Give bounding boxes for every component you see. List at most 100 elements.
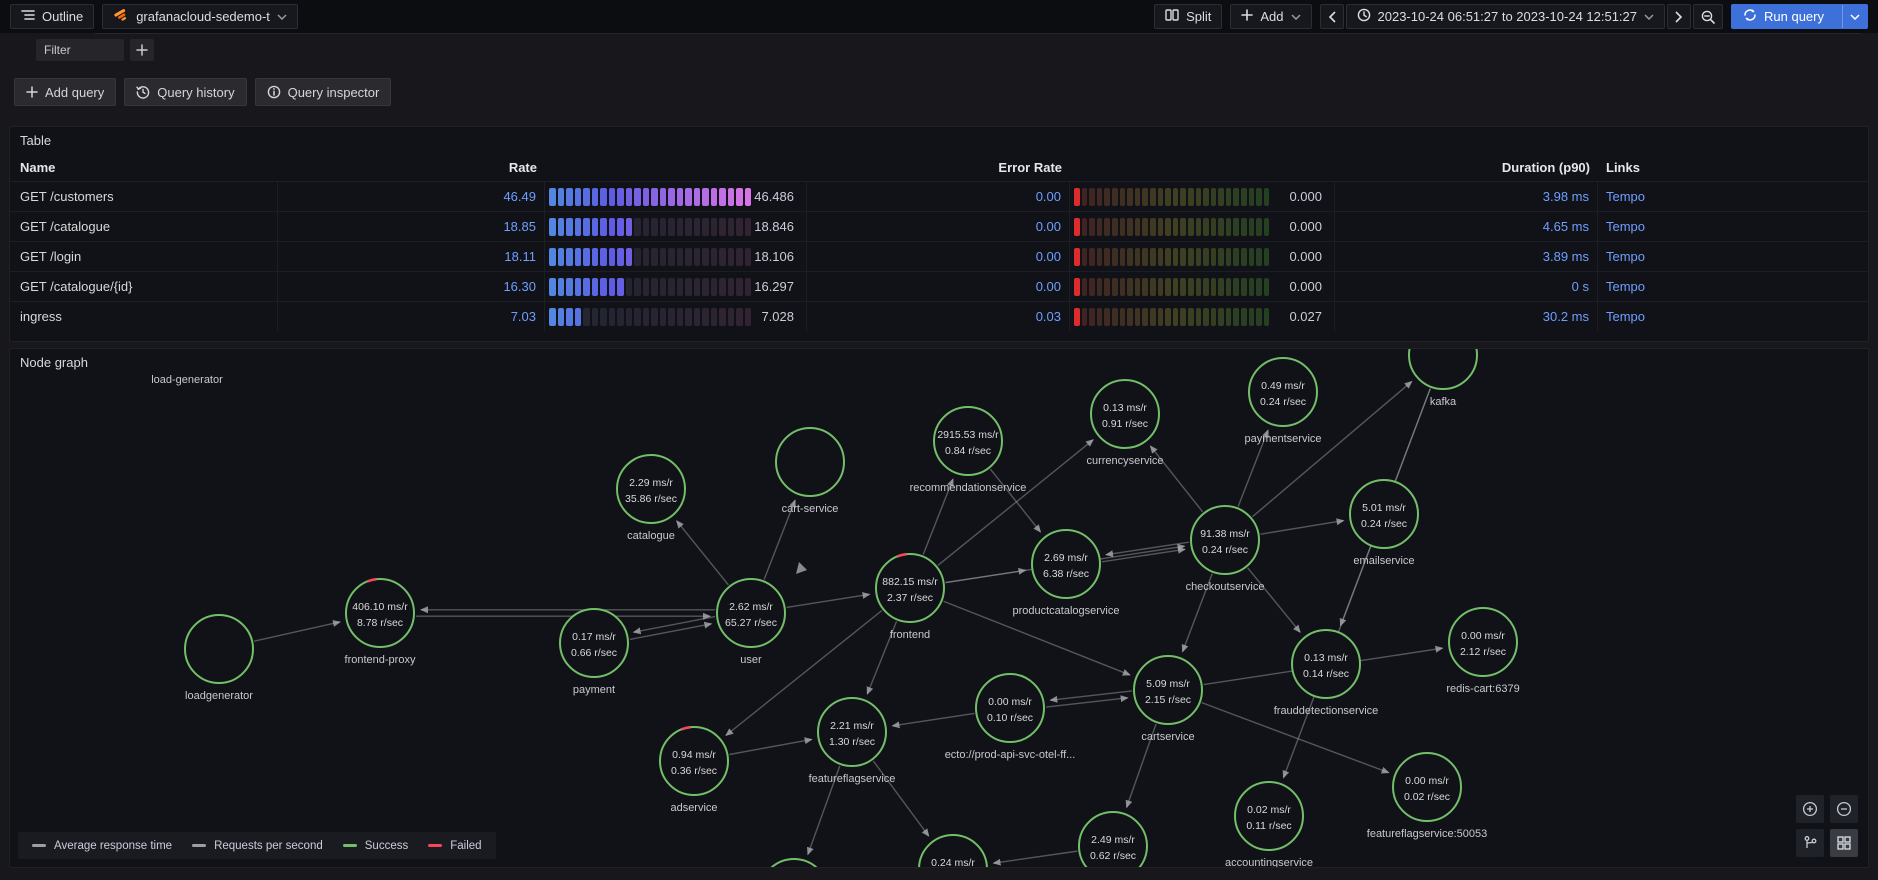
- service-node-kafka[interactable]: kafka: [1408, 349, 1478, 408]
- service-node-node024[interactable]: 0.24 ms/r: [918, 834, 988, 867]
- query-history-label: Query history: [157, 84, 235, 100]
- cell-rate-link[interactable]: 18.85: [278, 212, 545, 241]
- column-header-name[interactable]: Name: [20, 160, 56, 175]
- edge: [725, 609, 883, 736]
- plus-icon: [1241, 9, 1254, 24]
- zoom-out-time-button[interactable]: [1693, 4, 1724, 29]
- node-stat-secondary: 65.27 r/sec: [725, 617, 777, 629]
- failed-arc: [680, 725, 691, 731]
- cell-rate-link[interactable]: 46.49: [278, 182, 545, 211]
- edge: [763, 499, 796, 580]
- edge: [786, 591, 871, 609]
- cell-rate-link[interactable]: 16.30: [278, 272, 545, 301]
- cell-tempo-link[interactable]: Tempo: [1598, 212, 1868, 241]
- add-query-label: Add query: [45, 84, 105, 100]
- service-node-cutnode[interactable]: [760, 858, 828, 867]
- cell-tempo-link[interactable]: Tempo: [1598, 302, 1868, 331]
- query-history-button[interactable]: Query history: [124, 78, 247, 106]
- plus-circle-icon: [1802, 801, 1818, 817]
- cell-rate-link[interactable]: 18.11: [278, 242, 545, 271]
- service-node-loadgenerator[interactable]: loadgenerator: [184, 614, 254, 702]
- layout-grid-button[interactable]: [1830, 829, 1858, 857]
- run-query-caret[interactable]: [1842, 5, 1867, 28]
- add-query-button[interactable]: Add query: [14, 78, 117, 106]
- service-node-node249[interactable]: 2.49 ms/r0.62 r/sec: [1078, 811, 1148, 867]
- datasource-picker[interactable]: grafanacloud-sedemo-t: [102, 4, 298, 29]
- column-header-error-rate[interactable]: Error Rate: [998, 160, 1062, 175]
- service-node-cart-service[interactable]: cart-service: [775, 427, 845, 515]
- cell-error-link[interactable]: 0.03: [807, 302, 1070, 331]
- query-inspector-button[interactable]: Query inspector: [254, 78, 392, 106]
- split-label: Split: [1186, 9, 1212, 24]
- column-header-duration[interactable]: Duration (p90): [1501, 160, 1590, 175]
- layout-tree-button[interactable]: [1796, 829, 1824, 857]
- node-stat-secondary: 0.84 r/sec: [945, 445, 991, 457]
- node-stat-secondary: 6.38 r/sec: [1043, 568, 1089, 580]
- add-filter-button[interactable]: [130, 39, 154, 61]
- cell-duration[interactable]: 30.2 ms: [1335, 302, 1598, 331]
- split-button[interactable]: Split: [1154, 4, 1223, 29]
- node-label: user: [740, 654, 762, 666]
- edge: [629, 621, 713, 641]
- magnifier-minus-icon: [1701, 10, 1715, 24]
- table-panel: Table Name Rate Error Rate Duration (p90…: [9, 126, 1869, 342]
- cell-duration[interactable]: 4.65 ms: [1335, 212, 1598, 241]
- cell-error-link[interactable]: 0.00: [807, 182, 1070, 211]
- cell-tempo-link[interactable]: Tempo: [1598, 182, 1868, 211]
- node-graph-panel-title: Node graph: [20, 355, 88, 370]
- cell-tempo-link[interactable]: Tempo: [1598, 242, 1868, 271]
- lcd-gauge: [549, 217, 751, 236]
- cell-error-link[interactable]: 0.00: [807, 272, 1070, 301]
- node-stat-secondary: 2.37 r/sec: [887, 592, 933, 604]
- lcd-gauge: [549, 307, 751, 326]
- cell-duration[interactable]: 3.89 ms: [1335, 242, 1598, 271]
- cell-duration[interactable]: 3.98 ms: [1335, 182, 1598, 211]
- zoom-out-button[interactable]: [1830, 795, 1858, 823]
- table: Name Rate Error Rate Duration (p90) Link…: [10, 154, 1868, 331]
- cell-rate-link[interactable]: 7.03: [278, 302, 545, 331]
- zoom-in-button[interactable]: [1796, 795, 1824, 823]
- time-range-button[interactable]: 2023-10-24 06:51:27 to 2023-10-24 12:51:…: [1345, 4, 1666, 29]
- node-stat-secondary: 0.36 r/sec: [671, 765, 717, 777]
- service-node-featureflagservice50053[interactable]: 0.00 ms/r0.02 r/secfeatureflagservice:50…: [1367, 752, 1487, 840]
- filter-field[interactable]: Filter: [36, 39, 124, 61]
- node-graph-canvas[interactable]: loadgenerator 406.10 ms/r8.78 r/secfronte…: [10, 349, 1868, 867]
- cell-tempo-link[interactable]: Tempo: [1598, 272, 1868, 301]
- add-button[interactable]: Add: [1230, 4, 1312, 29]
- node-stat-secondary: 0.24 r/sec: [1202, 544, 1248, 556]
- lcd-gauge: [549, 247, 751, 266]
- cell-error-link[interactable]: 0.00: [807, 242, 1070, 271]
- run-query-button[interactable]: Run query: [1731, 4, 1868, 29]
- time-shift-back-button[interactable]: [1319, 4, 1344, 29]
- tempo-link: Tempo: [1606, 189, 1646, 204]
- service-node-ecto[interactable]: 0.00 ms/r0.10 r/sececto://prod-api-svc-o…: [945, 673, 1076, 761]
- time-shift-forward-button[interactable]: [1667, 4, 1692, 29]
- column-header-rate[interactable]: Rate: [508, 160, 537, 175]
- service-node-recommendationservice[interactable]: 2915.53 ms/r0.84 r/secrecommendationserv…: [910, 406, 1027, 494]
- cell-duration[interactable]: 0 s: [1335, 272, 1598, 301]
- outline-label: Outline: [42, 9, 84, 24]
- cell-name: GET /catalogue/{id}: [10, 272, 278, 301]
- column-header-links[interactable]: Links: [1606, 160, 1640, 175]
- node-label: frontend: [890, 629, 930, 641]
- cell-error-link[interactable]: 0.00: [807, 212, 1070, 241]
- outline-button[interactable]: Outline: [10, 4, 95, 29]
- node-stat-secondary: 0.10 r/sec: [987, 712, 1033, 724]
